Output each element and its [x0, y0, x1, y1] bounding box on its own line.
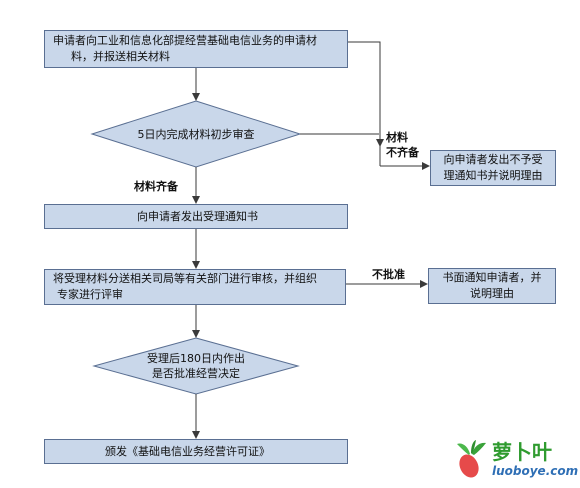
step-acceptance-notice: 向申请者发出受理通知书 [44, 204, 348, 229]
decision-approval-line2: 是否批准经营决定 [152, 367, 240, 380]
label-materials-complete: 材料齐备 [134, 180, 178, 193]
step-issue-license-text: 颁发《基础电信业务经营许可证》 [105, 444, 270, 458]
radish-logo-icon [457, 440, 486, 478]
reject-notice-line2: 理通知书并说明理由 [443, 169, 543, 182]
step-submit-application: 申请者向工业和信息化部提经营基础电信业务的申请材 料，并报送相关材料 [44, 30, 348, 68]
decision-approval-label: 受理后180日内作出 是否批准经营决定 [124, 351, 268, 381]
step-submit-application-line2: 料，并报送相关材料 [71, 50, 170, 63]
watermark-brand: 萝卜叶 [492, 440, 552, 464]
decision-initial-review-label: 5日内完成材料初步审查 [137, 128, 255, 141]
step-review-and-evaluate: 将受理材料分送相关司局等有关部门进行审核，并组织 专家进行评审 [44, 269, 346, 305]
step-issue-license: 颁发《基础电信业务经营许可证》 [44, 439, 348, 464]
written-notice-line2: 说明理由 [470, 287, 514, 300]
step-submit-application-line1: 申请者向工业和信息化部提经营基础电信业务的申请材 [53, 34, 317, 47]
step-review-line1: 将受理材料分送相关司局等有关部门进行审核，并组织 [53, 272, 317, 285]
written-notice-line1: 书面通知申请者，并 [442, 271, 542, 284]
label-not-approved: 不批准 [372, 268, 405, 281]
reject-notice-line1: 向申请者发出不予受 [443, 153, 543, 166]
step-acceptance-notice-text: 向申请者发出受理通知书 [137, 209, 258, 223]
watermark-url: luoboye.com [492, 464, 579, 478]
reject-notice-box: 向申请者发出不予受 理通知书并说明理由 [430, 150, 556, 186]
watermark: 萝卜叶 luoboye.com [452, 438, 579, 484]
decision-approval-line1: 受理后180日内作出 [147, 352, 245, 365]
label-materials-incomplete-1: 材料 [386, 131, 408, 144]
label-materials-incomplete-2: 不齐备 [386, 146, 419, 159]
written-notice-box: 书面通知申请者，并 说明理由 [428, 268, 556, 304]
step-review-line2: 专家进行评审 [57, 288, 123, 301]
